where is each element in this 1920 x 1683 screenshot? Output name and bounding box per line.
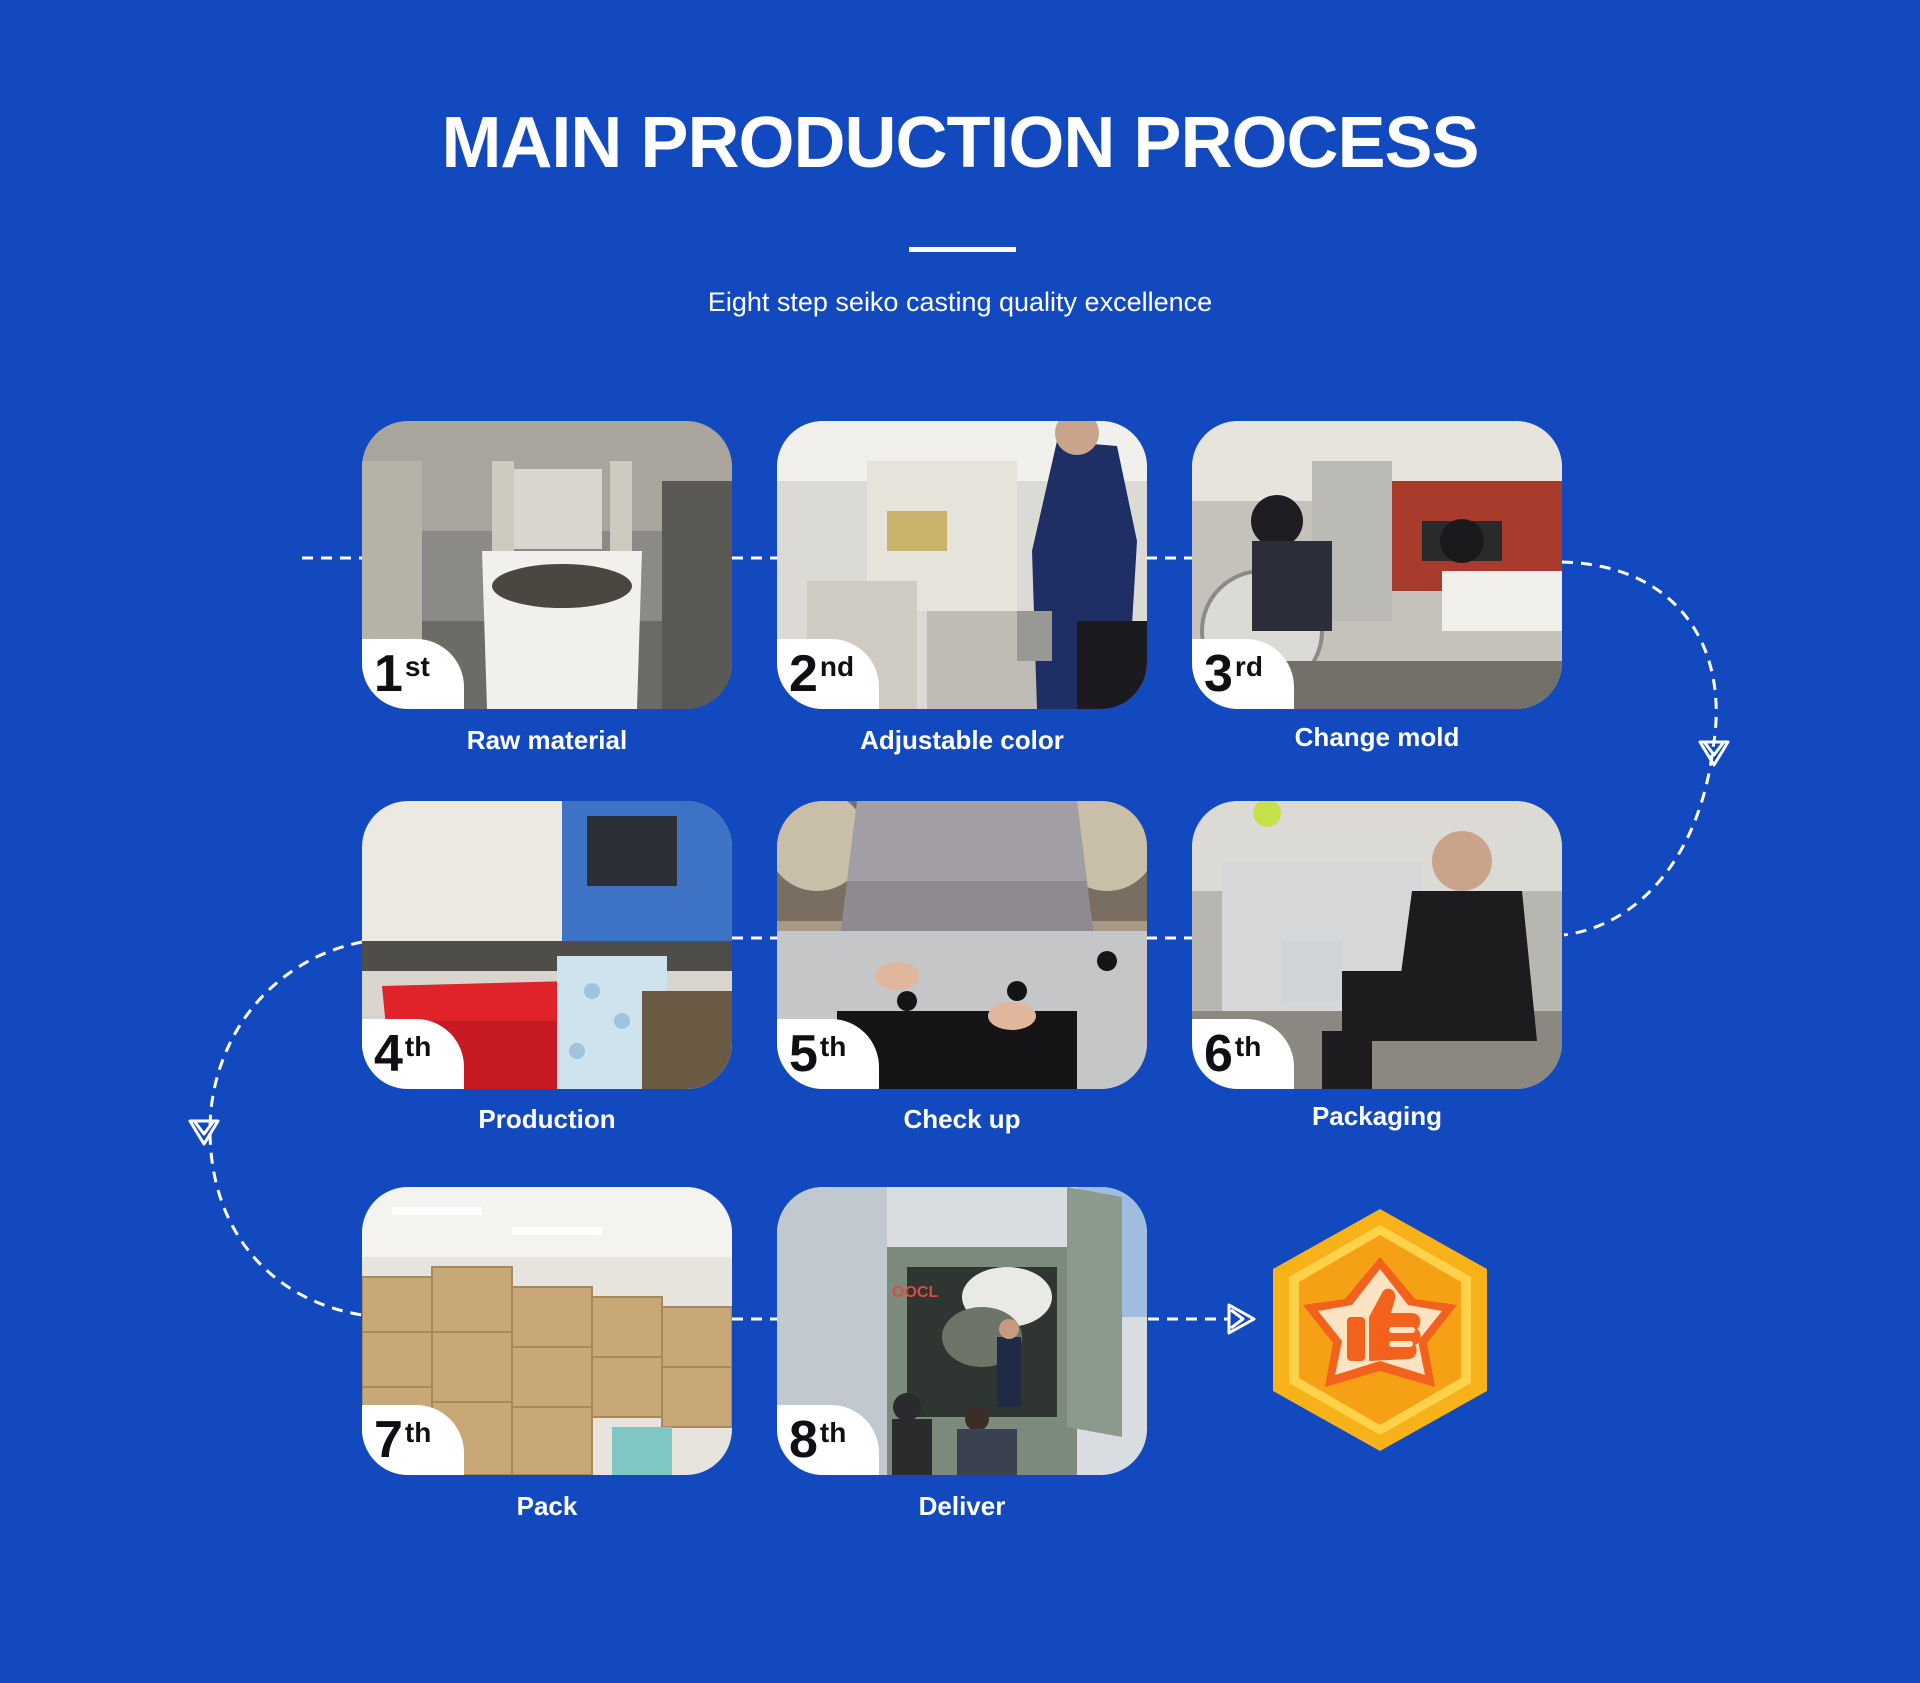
step-5-card: 5 th: [777, 801, 1147, 1089]
title-divider: [909, 247, 1016, 252]
adjustable-color-photo: [777, 421, 1147, 709]
thumbs-up-medal-icon: [1273, 1209, 1487, 1451]
step-6-suffix: th: [1234, 1031, 1262, 1062]
step-2-label: Adjustable color: [860, 725, 1064, 755]
step-6-number: 6: [1204, 1025, 1233, 1083]
step-1-card: 1 st: [362, 421, 732, 709]
step-5-number: 5: [789, 1025, 818, 1083]
page-subtitle: Eight step seiko casting quality excelle…: [707, 287, 1213, 317]
step-5-suffix: th: [819, 1031, 847, 1062]
step-8-badge: 8 th: [777, 1405, 879, 1475]
step-1-badge: 1 st: [362, 639, 464, 709]
step-1-number: 1: [374, 645, 403, 703]
step-3-label: Change mold: [1294, 722, 1460, 752]
step-1-label: Raw material: [466, 725, 628, 755]
step-6-label: Packaging: [1311, 1101, 1443, 1131]
step-7-badge: 7 th: [362, 1405, 464, 1475]
step-2-card: 2 nd: [777, 421, 1147, 709]
raw-material-photo: [362, 421, 732, 709]
step-6-badge: 6 th: [1192, 1019, 1294, 1089]
step-2-number: 2: [789, 645, 818, 703]
step-8-suffix: th: [819, 1417, 847, 1448]
step-4-label: Production: [478, 1104, 616, 1134]
page-title: MAIN PRODUCTION PROCESS: [441, 103, 1479, 183]
step-6-card: 6 th: [1192, 801, 1562, 1089]
svg-text:OOCL: OOCL: [892, 1284, 938, 1301]
deliver-photo: OOCL: [777, 1187, 1147, 1475]
step-4-suffix: th: [404, 1031, 432, 1062]
step-3-suffix: rd: [1234, 651, 1263, 682]
step-2-suffix: nd: [819, 651, 855, 682]
step-3-card: 3 rd: [1192, 421, 1562, 709]
step-4-number: 4: [374, 1025, 403, 1083]
step-3-badge: 3 rd: [1192, 639, 1294, 709]
step-1-suffix: st: [404, 651, 430, 682]
step-8-card: OOCL 8 th: [777, 1187, 1147, 1475]
step-7-card: 7 th: [362, 1187, 732, 1475]
step-8-number: 8: [789, 1411, 818, 1469]
step-5-label: Check up: [903, 1104, 1021, 1134]
step-7-suffix: th: [404, 1417, 432, 1448]
step-4-badge: 4 th: [362, 1019, 464, 1089]
step-7-label: Pack: [516, 1491, 578, 1521]
step-8-label: Deliver: [918, 1491, 1006, 1521]
step-5-badge: 5 th: [777, 1019, 879, 1089]
step-7-number: 7: [374, 1411, 403, 1469]
step-2-badge: 2 nd: [777, 639, 879, 709]
pack-photo: [362, 1187, 732, 1475]
step-3-number: 3: [1204, 645, 1233, 703]
step-4-card: 4 th: [362, 801, 732, 1089]
